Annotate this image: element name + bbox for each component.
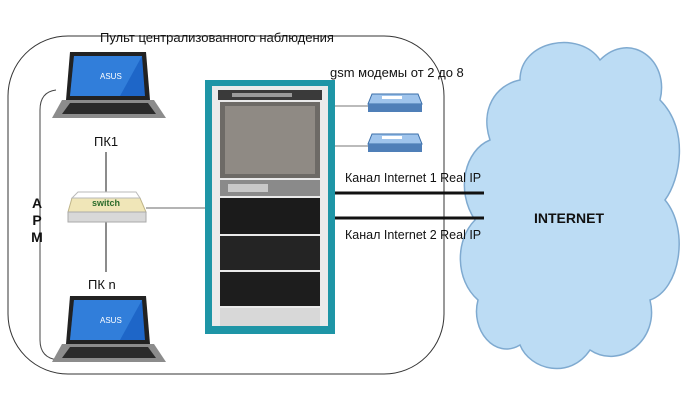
laptop-pcn-icon: ASUS <box>52 296 166 362</box>
laptop-brand-logo: ASUS <box>100 316 122 325</box>
apm-letter: Р <box>32 212 42 228</box>
switch-icon <box>67 191 147 223</box>
apm-letter: А <box>31 195 43 211</box>
console-title: Пульт централизованного наблюдения <box>100 30 334 45</box>
channel-1-label: Канал Internet 1 Real IP <box>345 171 482 185</box>
apm-label: А Р М <box>30 195 44 246</box>
internet-cloud <box>459 41 681 370</box>
channel-2-label: Канал Internet 2 Real IP <box>345 228 482 242</box>
laptop-brand-logo: ASUS <box>100 72 122 81</box>
internet-label: INTERNET <box>534 210 604 226</box>
server-rack-icon <box>205 80 335 334</box>
pc1-label: ПК1 <box>94 134 119 149</box>
switch-label: switch <box>92 198 121 208</box>
apm-letter: М <box>31 229 43 245</box>
console-boundary <box>7 35 445 375</box>
gsm-modem-icon <box>367 93 423 112</box>
gsm-modems-label: gsm модемы от 2 до 8 <box>330 65 464 80</box>
apm-bracket <box>39 89 59 361</box>
laptop-pc1-icon: ASUS <box>52 52 166 118</box>
gsm-modem-icon <box>367 133 423 152</box>
pcn-label: ПК n <box>88 277 116 292</box>
